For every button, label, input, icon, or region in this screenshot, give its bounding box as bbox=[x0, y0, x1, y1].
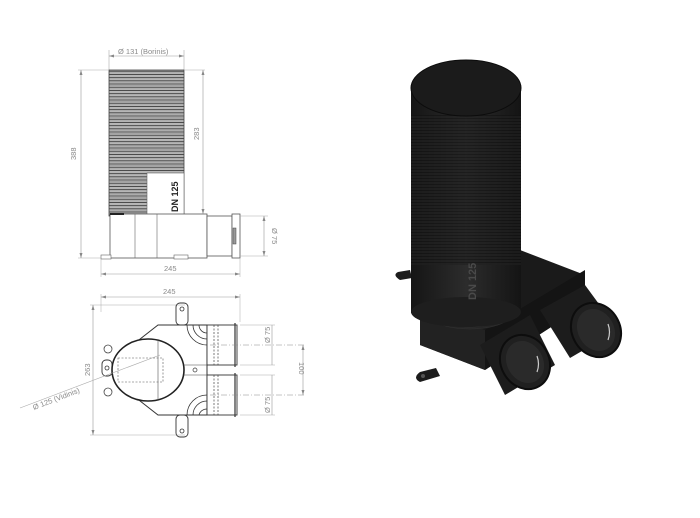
dim-inner-diameter: Ø 125 (Vidinis) bbox=[31, 386, 81, 412]
dim-outlet-diameter: Ø 75 bbox=[270, 228, 279, 244]
dim-diameter-top: Ø 131 (Borinis) bbox=[118, 47, 169, 56]
front-view: Ø 131 (Borinis) DN 125 388 283 bbox=[69, 47, 279, 277]
outlet-pipe-front bbox=[206, 215, 233, 257]
dim-spacing: 100 bbox=[297, 362, 306, 375]
top-view: 245 263 bbox=[19, 287, 306, 438]
isometric-view: DN 125 bbox=[395, 59, 623, 395]
dim-outlet-bottom: Ø 75 bbox=[263, 397, 272, 413]
dn-label-iso: DN 125 bbox=[467, 263, 479, 300]
dim-width-top: 245 bbox=[163, 287, 176, 296]
dim-width-front: 245 bbox=[164, 264, 177, 273]
dim-height-pipe: 283 bbox=[192, 127, 201, 140]
dn-label-front: DN 125 bbox=[170, 181, 180, 212]
base-box bbox=[109, 213, 208, 259]
dim-outlet-top: Ø 75 bbox=[263, 327, 272, 343]
dim-depth: 263 bbox=[83, 363, 92, 376]
main-pipe-circle bbox=[111, 338, 185, 402]
dim-height-total: 388 bbox=[69, 147, 78, 160]
